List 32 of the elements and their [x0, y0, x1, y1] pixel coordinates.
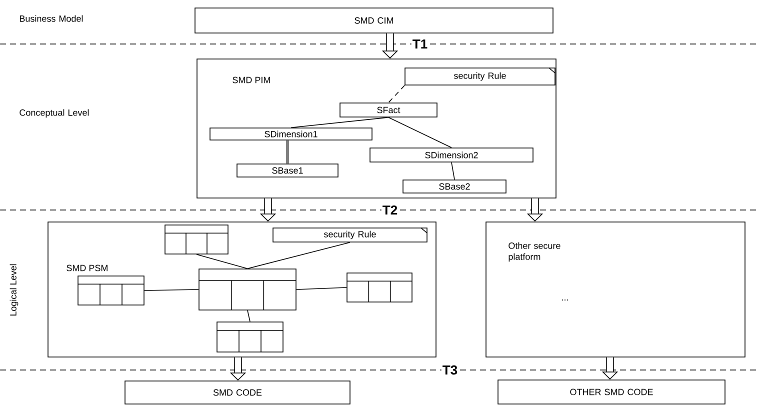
connector-line: [388, 117, 452, 148]
table-symbol: [78, 276, 144, 306]
table-symbol: [164, 224, 228, 254]
class-box: SFact: [340, 102, 438, 118]
connector-line: [247, 310, 250, 322]
table-symbol: [198, 268, 296, 310]
transformation-label: T2: [381, 204, 399, 216]
class-box: SDimension1: [210, 128, 372, 140]
connector-line: [388, 85, 405, 103]
level-label: Conceptual Level: [18, 108, 96, 119]
connector-line: [196, 254, 248, 269]
connector-line: [296, 287, 347, 290]
table-symbol: [216, 322, 284, 352]
connector-line: [290, 117, 389, 128]
level-label: Business Model: [18, 14, 86, 23]
note-box: security Rule: [404, 68, 556, 86]
model-box: Other secure platform ...: [486, 222, 746, 358]
connector-line: [451, 162, 455, 180]
connector-line: [247, 242, 350, 269]
table-symbol: [346, 272, 412, 302]
connector-line: [144, 289, 200, 291]
class-box: SMD CIM: [194, 8, 554, 34]
class-box: OTHER SMD CODE: [498, 380, 726, 404]
level-label: Logical Level: [8, 262, 20, 318]
transformation-label: T1: [411, 38, 429, 50]
note-box: security Rule: [272, 228, 428, 242]
transformation-label: T3: [441, 364, 459, 376]
connector-line: [286, 140, 289, 164]
class-box: SDimension2: [370, 148, 534, 162]
class-box: SMD CODE: [124, 380, 350, 404]
class-box: SBase1: [236, 164, 338, 178]
class-box: SBase2: [402, 180, 506, 194]
